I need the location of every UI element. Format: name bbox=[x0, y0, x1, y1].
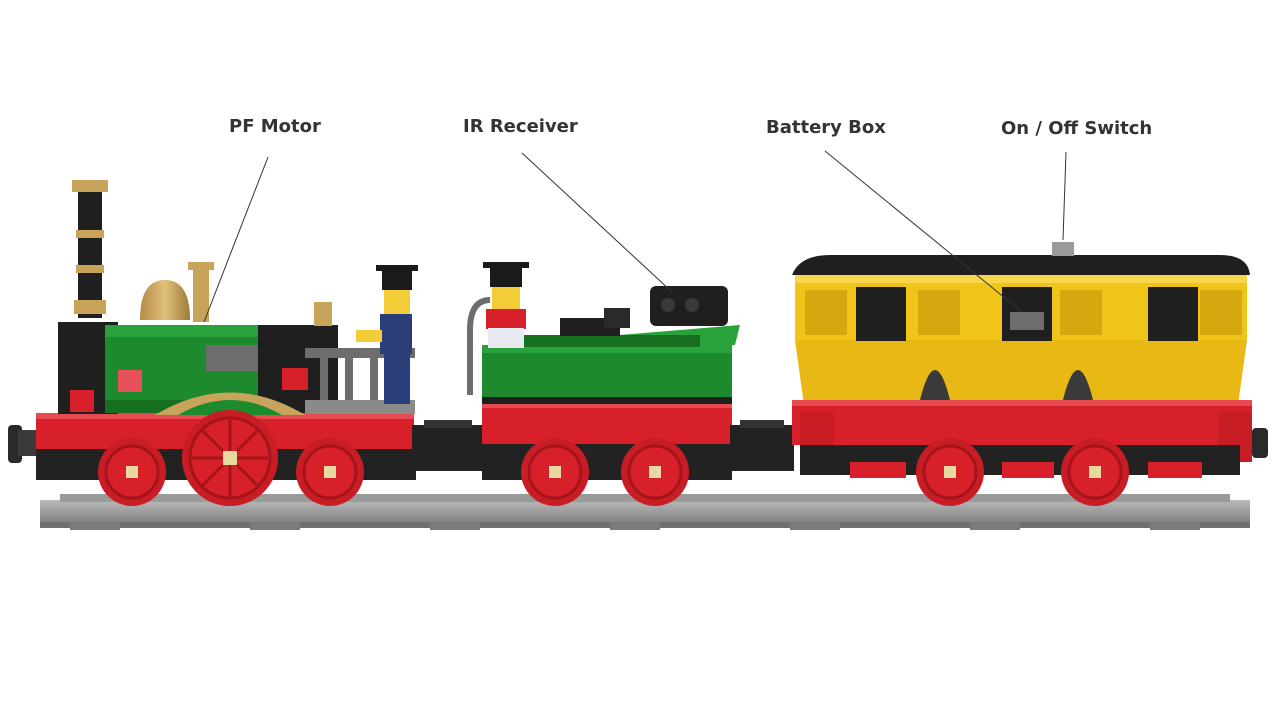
leader-line-ir-receiver bbox=[521, 152, 673, 293]
coach-wheels bbox=[916, 438, 1129, 506]
coupler bbox=[412, 425, 484, 471]
leader-line-battery-box bbox=[824, 150, 1023, 313]
callout-battery-box: Battery Box bbox=[766, 117, 886, 138]
leader-line-pf-motor bbox=[203, 156, 269, 323]
locomotive-wheels bbox=[98, 410, 364, 506]
tender-wheels bbox=[521, 438, 689, 506]
callout-pf-motor: PF Motor bbox=[229, 116, 321, 137]
callout-on-off-switch: On / Off Switch bbox=[1001, 118, 1153, 139]
callout-ir-receiver: IR Receiver bbox=[463, 116, 578, 137]
coach bbox=[792, 242, 1268, 506]
locomotive bbox=[8, 180, 418, 506]
leader-line-on-off-switch bbox=[1062, 151, 1067, 241]
coupler bbox=[730, 425, 794, 471]
tender bbox=[467, 262, 740, 506]
